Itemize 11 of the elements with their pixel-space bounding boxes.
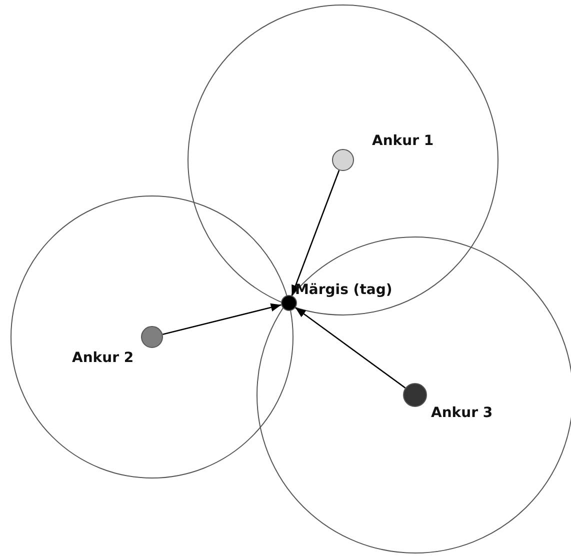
arrow: [162, 303, 282, 335]
arrow: [291, 170, 340, 296]
node-label: Ankur 2: [72, 350, 134, 366]
node-label: Ankur 1: [372, 133, 434, 149]
anchor-dot: [141, 326, 163, 348]
node-label: Märgis (tag): [295, 282, 392, 298]
tag-dot: [281, 295, 297, 311]
anchor-dot: [403, 383, 427, 407]
anchor-dot: [332, 149, 354, 171]
node-label: Ankur 3: [431, 405, 493, 421]
arrow: [295, 307, 406, 388]
